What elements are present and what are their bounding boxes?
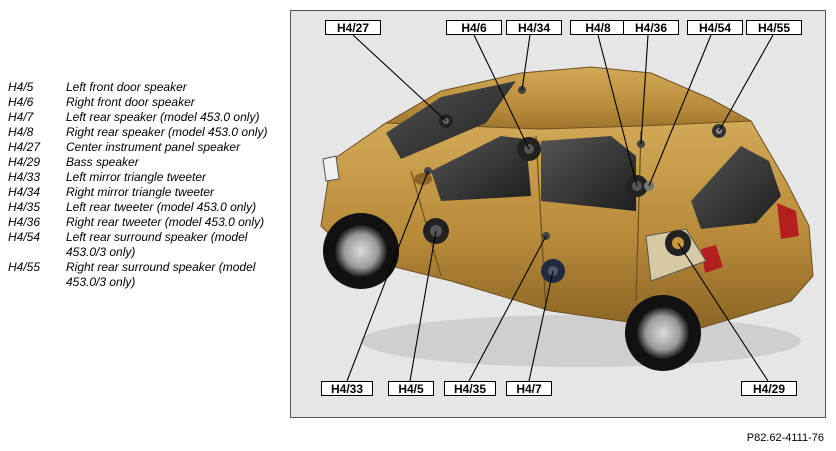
legend-list: H4/5 Left front door speaker H4/6 Right fr… bbox=[8, 80, 278, 290]
legend-row: H4/34 Right mirror triangle tweeter bbox=[8, 185, 278, 200]
door-seam bbox=[535, 135, 547, 312]
front-door-window bbox=[431, 136, 531, 201]
callout-h4-27: H4/27 bbox=[325, 20, 381, 35]
callout-h4-7: H4/7 bbox=[506, 381, 552, 396]
legend-row: H4/55 Right rear surround speaker (model … bbox=[8, 260, 278, 290]
legend-description: Center instrument panel speaker bbox=[66, 140, 241, 154]
legend-code: H4/35 bbox=[8, 200, 41, 214]
callout-h4-36: H4/36 bbox=[623, 20, 679, 35]
callout-h4-54: H4/54 bbox=[687, 20, 743, 35]
legend-description: Left rear speaker (model 453.0 only) bbox=[66, 110, 260, 124]
side-mirror bbox=[414, 173, 432, 185]
legend-description: Left rear tweeter (model 453.0 only) bbox=[66, 200, 257, 214]
legend-description: Right front door speaker bbox=[66, 95, 195, 109]
front-wheel bbox=[323, 213, 399, 289]
callout-h4-8: H4/8 bbox=[570, 20, 626, 35]
callout-h4-5: H4/5 bbox=[388, 381, 434, 396]
legend-row: H4/36 Right rear tweeter (model 453.0 onl… bbox=[8, 215, 278, 230]
legend-description: Right rear speaker (model 453.0 only) bbox=[66, 125, 268, 139]
legend-code: H4/36 bbox=[8, 215, 41, 229]
callout-h4-35: H4/35 bbox=[444, 381, 496, 396]
callout-h4-33: H4/33 bbox=[321, 381, 373, 396]
legend-description: Right rear tweeter (model 453.0 only) bbox=[66, 215, 265, 229]
leader-line bbox=[473, 34, 530, 150]
leader-line bbox=[409, 230, 437, 382]
callout-h4-34: H4/34 bbox=[506, 20, 562, 35]
legend-code: H4/54 bbox=[8, 230, 41, 244]
legend-row: H4/8 Right rear speaker (model 453.0 only… bbox=[8, 125, 278, 140]
figure-id: P82.62-4111-76 bbox=[746, 432, 824, 444]
leader-line bbox=[528, 270, 554, 382]
callout-h4-55: H4/55 bbox=[746, 20, 802, 35]
legend-description: Left mirror triangle tweeter bbox=[66, 170, 207, 184]
legend-code: H4/6 bbox=[8, 95, 34, 109]
leader-line bbox=[648, 34, 712, 187]
legend-description: Left front door speaker bbox=[66, 80, 187, 94]
legend-row: H4/54 Left rear surround speaker (model 4… bbox=[8, 230, 278, 260]
legend-code: H4/55 bbox=[8, 260, 41, 274]
door-seam bbox=[635, 130, 642, 302]
leader-line bbox=[468, 235, 547, 382]
legend-description: Left rear surround speaker (model 453.0/… bbox=[66, 230, 248, 259]
legend-code: H4/34 bbox=[8, 185, 41, 199]
rear-door-window bbox=[541, 136, 636, 211]
leader-line bbox=[718, 34, 774, 132]
legend-row: H4/6 Right front door speaker bbox=[8, 95, 278, 110]
car-shadow bbox=[361, 315, 801, 367]
legend-description: Right mirror triangle tweeter bbox=[66, 185, 215, 199]
callout-h4-6: H4/6 bbox=[446, 20, 502, 35]
taillight bbox=[701, 245, 723, 273]
leader-line bbox=[597, 34, 638, 187]
legend-row: H4/35 Left rear tweeter (model 453.0 only… bbox=[8, 200, 278, 215]
legend-row: H4/7 Left rear speaker (model 453.0 only) bbox=[8, 110, 278, 125]
leader-line bbox=[346, 170, 429, 382]
legend-description: Bass speaker bbox=[66, 155, 139, 169]
leader-line bbox=[677, 242, 769, 382]
rear-window bbox=[691, 146, 781, 229]
legend-code: H4/8 bbox=[8, 125, 34, 139]
legend-row: H4/29 Bass speaker bbox=[8, 155, 278, 170]
leader-line bbox=[640, 34, 649, 145]
legend-row: H4/27 Center instrument panel speaker bbox=[8, 140, 278, 155]
legend-code: H4/29 bbox=[8, 155, 41, 169]
car-illustration bbox=[320, 34, 814, 382]
legend-code: H4/5 bbox=[8, 80, 34, 94]
callout-h4-29: H4/29 bbox=[741, 381, 797, 396]
legend-code: H4/33 bbox=[8, 170, 41, 184]
legend-code: H4/7 bbox=[8, 110, 34, 124]
legend-code: H4/27 bbox=[8, 140, 41, 154]
legend-row: H4/33 Left mirror triangle tweeter bbox=[8, 170, 278, 185]
headlight bbox=[322, 155, 340, 182]
rear-wheel bbox=[625, 295, 701, 371]
legend-description: Right rear surround speaker (model 453.0… bbox=[66, 260, 256, 289]
legend-row: H4/5 Left front door speaker bbox=[8, 80, 278, 95]
taillight bbox=[777, 203, 799, 239]
leader-line bbox=[352, 34, 447, 122]
leader-line bbox=[521, 34, 531, 91]
car-speaker-diagram: H4/27 H4/6 H4/34 H4/8 H4/36 H4/54 H4/55 … bbox=[290, 10, 826, 418]
